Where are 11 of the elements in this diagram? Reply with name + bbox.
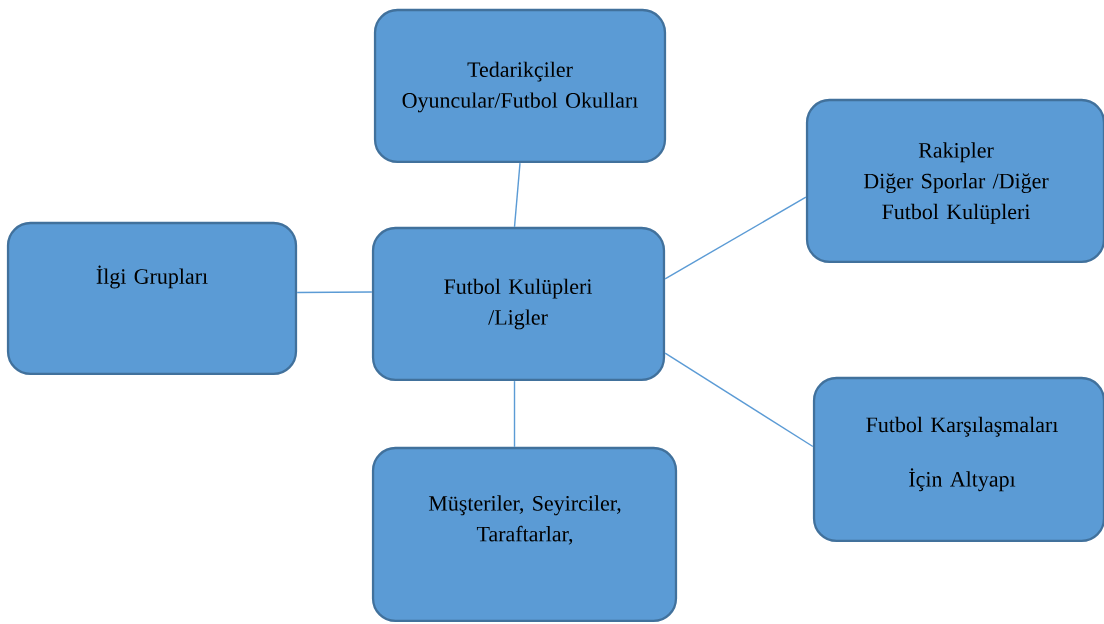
process-box: Müşteriler, Seyirciler, Taraftarlar, bbox=[371, 446, 678, 623]
process-box: Rakipler Diğer Sporlar /Diğer Futbol Kulüpleri bbox=[805, 98, 1104, 264]
connector-line bbox=[513, 162, 521, 228]
connector-line bbox=[296, 291, 373, 294]
process-box: İlgi Grupları bbox=[6, 221, 298, 376]
process-box: Tedarikçiler Oyuncular/Futbol Okulları bbox=[373, 8, 667, 164]
process-box: Futbol Karşılaşmaları İçin Altyapı bbox=[812, 376, 1104, 543]
connector-line bbox=[664, 196, 807, 280]
connector-line bbox=[513, 380, 516, 448]
process-box: Futbol Kulüpleri /Ligler bbox=[371, 226, 666, 382]
connector-line bbox=[664, 352, 814, 448]
